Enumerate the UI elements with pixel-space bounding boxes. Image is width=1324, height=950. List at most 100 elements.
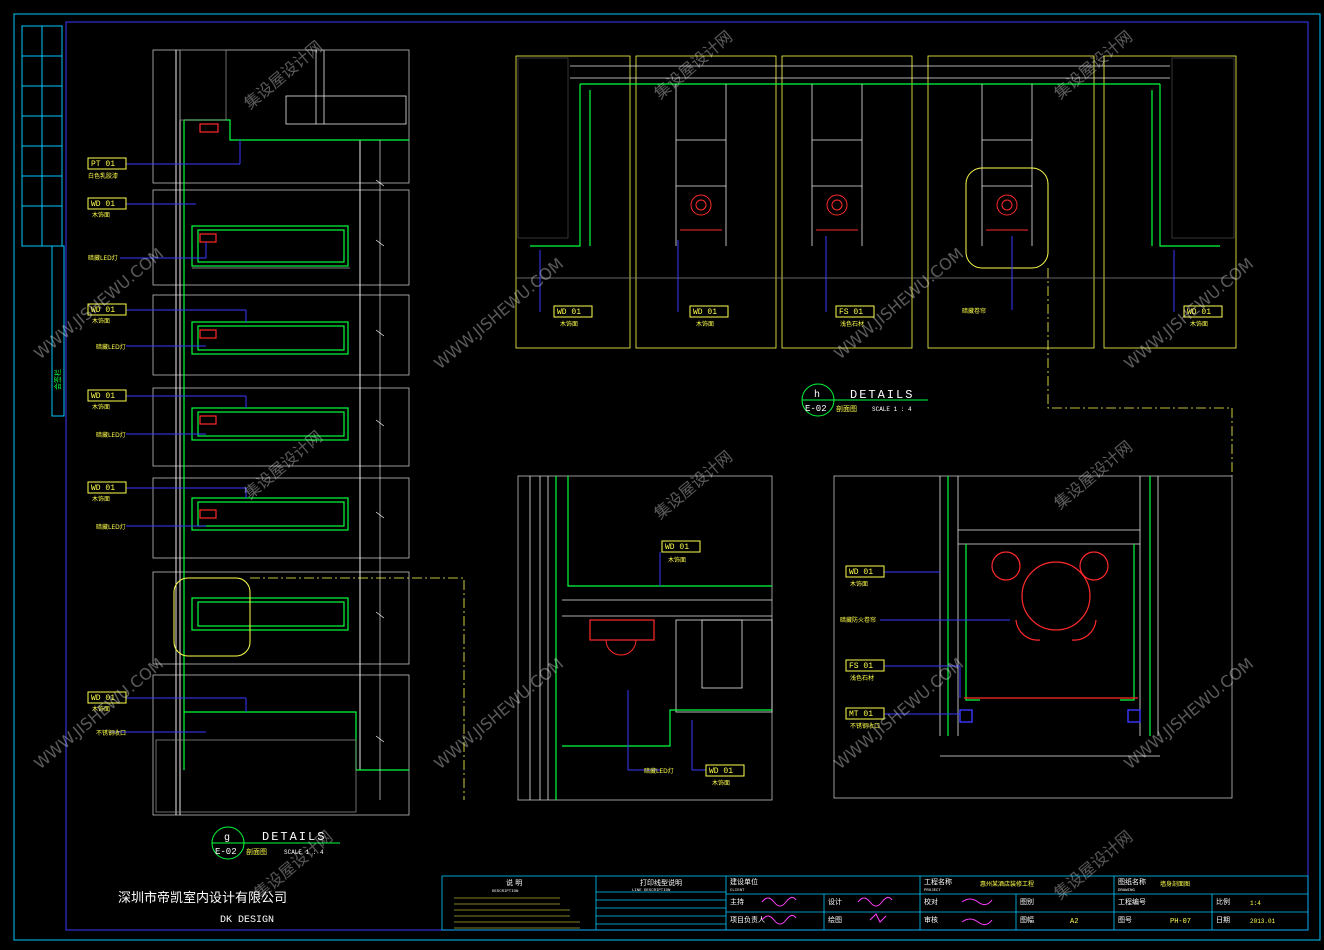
note-metal: 不锈钢收口 (96, 729, 126, 737)
watermark-en: WWW.JISHEWU.COM (430, 254, 567, 373)
tags-h: WD 01 木饰面 WD 01 木饰面 FS 01 浅色石材 暗藏卷帘 WD 0… (553, 305, 1223, 328)
note-wood: 木饰面 (92, 495, 110, 503)
detail-h-heading: DETAILS (850, 388, 914, 402)
detail-g-heading: DETAILS (262, 830, 326, 844)
detail-h-letter: h (814, 389, 820, 401)
watermark-cn: 集设屋设计网 (650, 27, 736, 103)
watermark-en: WWW.JISHEWU.COM (430, 654, 567, 773)
company-name-en: DK DESIGN (220, 915, 274, 926)
tag-wd01: WD 01 (709, 767, 733, 776)
project-no-label: 工程编号 (1118, 897, 1146, 906)
watermark-cn: 集设屋设计网 (1050, 437, 1136, 513)
tag-box (845, 707, 885, 720)
ceiling-band (570, 65, 1170, 79)
tag-box (705, 764, 745, 777)
section-frames (152, 49, 410, 816)
owner-head: 建设单位 (730, 877, 758, 886)
note-led: 暗藏LED灯 (96, 431, 126, 439)
watermark-en: WWW.JISHEWU.COM (830, 244, 967, 363)
shutter-fixtures (680, 194, 1028, 231)
watermark-cn: 集设屋设计网 (1050, 27, 1136, 103)
project-value: 惠州某酒店装修工程 (980, 880, 1034, 888)
tag-wd01: WD 01 (849, 568, 873, 577)
panel-frames (515, 55, 1237, 349)
tag-box (835, 305, 875, 318)
drawing-value: 墙身剖面图 (1160, 880, 1190, 888)
note-rail: 暗藏卷帘 (962, 307, 986, 315)
enlarge-callout-h (965, 167, 1049, 269)
check-label: 校对 (924, 897, 938, 906)
note-wood: 木饰面 (668, 556, 686, 564)
detail-g-title: g E-02 DETAILS 剖面图 SCALE 1 : 4 (211, 826, 340, 860)
panel-internals (516, 84, 1236, 279)
tag-wd01: WD 01 (665, 543, 689, 552)
detail-h-title: h E-02 DETAILS 剖面图 SCALE 1 : 4 (801, 383, 928, 417)
enlarged-detail-right: WD 01 木饰面 暗藏防火卷帘 FS 01 浅色石材 MT 01 不锈钢收口 (833, 475, 1233, 799)
draw-label: 绘图 (828, 915, 842, 924)
review-label: 审核 (924, 915, 938, 924)
note-steel: 暗藏防火卷帘 (840, 616, 876, 624)
design-label: 设计 (828, 897, 842, 906)
note-stone: 浅色石材 (850, 674, 874, 682)
outer-frame (13, 13, 1321, 941)
project-head: 工程名称 (924, 877, 952, 886)
print-head: 打印线型说明 (640, 878, 682, 887)
ceiling-structure (155, 49, 407, 813)
project-en: PROJECT (924, 889, 941, 893)
side-strip-label: 会签栏 (53, 369, 62, 390)
title-block: 说 明 DESCRIPTION 打印线型说明 LINE DESCRIPTION … (441, 875, 1309, 931)
ceiling-band-green (530, 83, 1220, 247)
company-name-cn: 深圳市帝凯室内设计有限公司 (118, 890, 287, 906)
tag-box (845, 565, 885, 578)
tag-wd01: WD 01 (693, 308, 717, 317)
scale-value: 1:4 (1250, 900, 1261, 907)
tag-box (553, 305, 593, 318)
watermark-cn: 集设屋设计网 (650, 447, 736, 523)
leader-lines-g (110, 140, 247, 733)
tag-wd01: WD 01 (91, 200, 115, 209)
tag-wd01: WD 01 (1187, 308, 1211, 317)
scale-label: 比例 (1216, 897, 1230, 906)
notes-lines (454, 897, 580, 929)
tag-wd01: WD 01 (91, 484, 115, 493)
tag-wd01: WD 01 (91, 392, 115, 401)
note-led: 暗藏LED灯 (644, 767, 674, 775)
watermark-en: WWW.JISHEWU.COM (30, 654, 167, 773)
tag-box (661, 540, 701, 553)
wall-lines (175, 50, 361, 815)
notes-head-en: DESCRIPTION (492, 890, 519, 894)
tags-g: PT 01 白色乳胶漆 WD 01 木饰面 暗藏LED灯 WD 01 木饰面 暗… (87, 157, 127, 737)
note-wood: 木饰面 (92, 403, 110, 411)
drawing-en: DRAWING (1118, 889, 1135, 893)
column-hatch (517, 57, 1235, 239)
detail-h-subtitle: 剖面图 (836, 404, 857, 413)
drawing-head: 图纸名称 (1118, 877, 1146, 886)
tag-box (845, 659, 885, 672)
owner-en: CLIENT (730, 889, 745, 893)
tag-box (87, 303, 127, 316)
detail-h-sheet: E-02 (805, 404, 827, 414)
tag-box (87, 481, 127, 494)
wall-green (183, 119, 409, 771)
tag-box (87, 691, 127, 704)
chief-label: 主持 (730, 897, 744, 906)
category-label: 图别 (1020, 897, 1034, 906)
tag-box (689, 305, 729, 318)
detail-g-sections (110, 49, 465, 816)
print-head-en: LINE DESCRIPTION (632, 889, 671, 893)
tag-box (87, 197, 127, 210)
watermark-cn: 集设屋设计网 (240, 427, 326, 503)
note-wood: 木饰面 (92, 211, 110, 219)
detail-g-scale: SCALE 1 : 4 (284, 849, 324, 856)
watermark-en: WWW.JISHEWU.COM (1120, 254, 1257, 373)
sheet-label: 图幅 (1020, 915, 1034, 924)
tag-mt01: MT 01 (849, 710, 873, 719)
tag-box (87, 389, 127, 402)
date-label: 日期 (1216, 916, 1230, 924)
callout-link-g (250, 577, 465, 800)
detail-h-scale: SCALE 1 : 4 (872, 406, 912, 413)
detail-g-sheet: E-02 (215, 847, 237, 857)
tag-wd01: WD 01 (91, 694, 115, 703)
dimension-lines (192, 140, 385, 800)
